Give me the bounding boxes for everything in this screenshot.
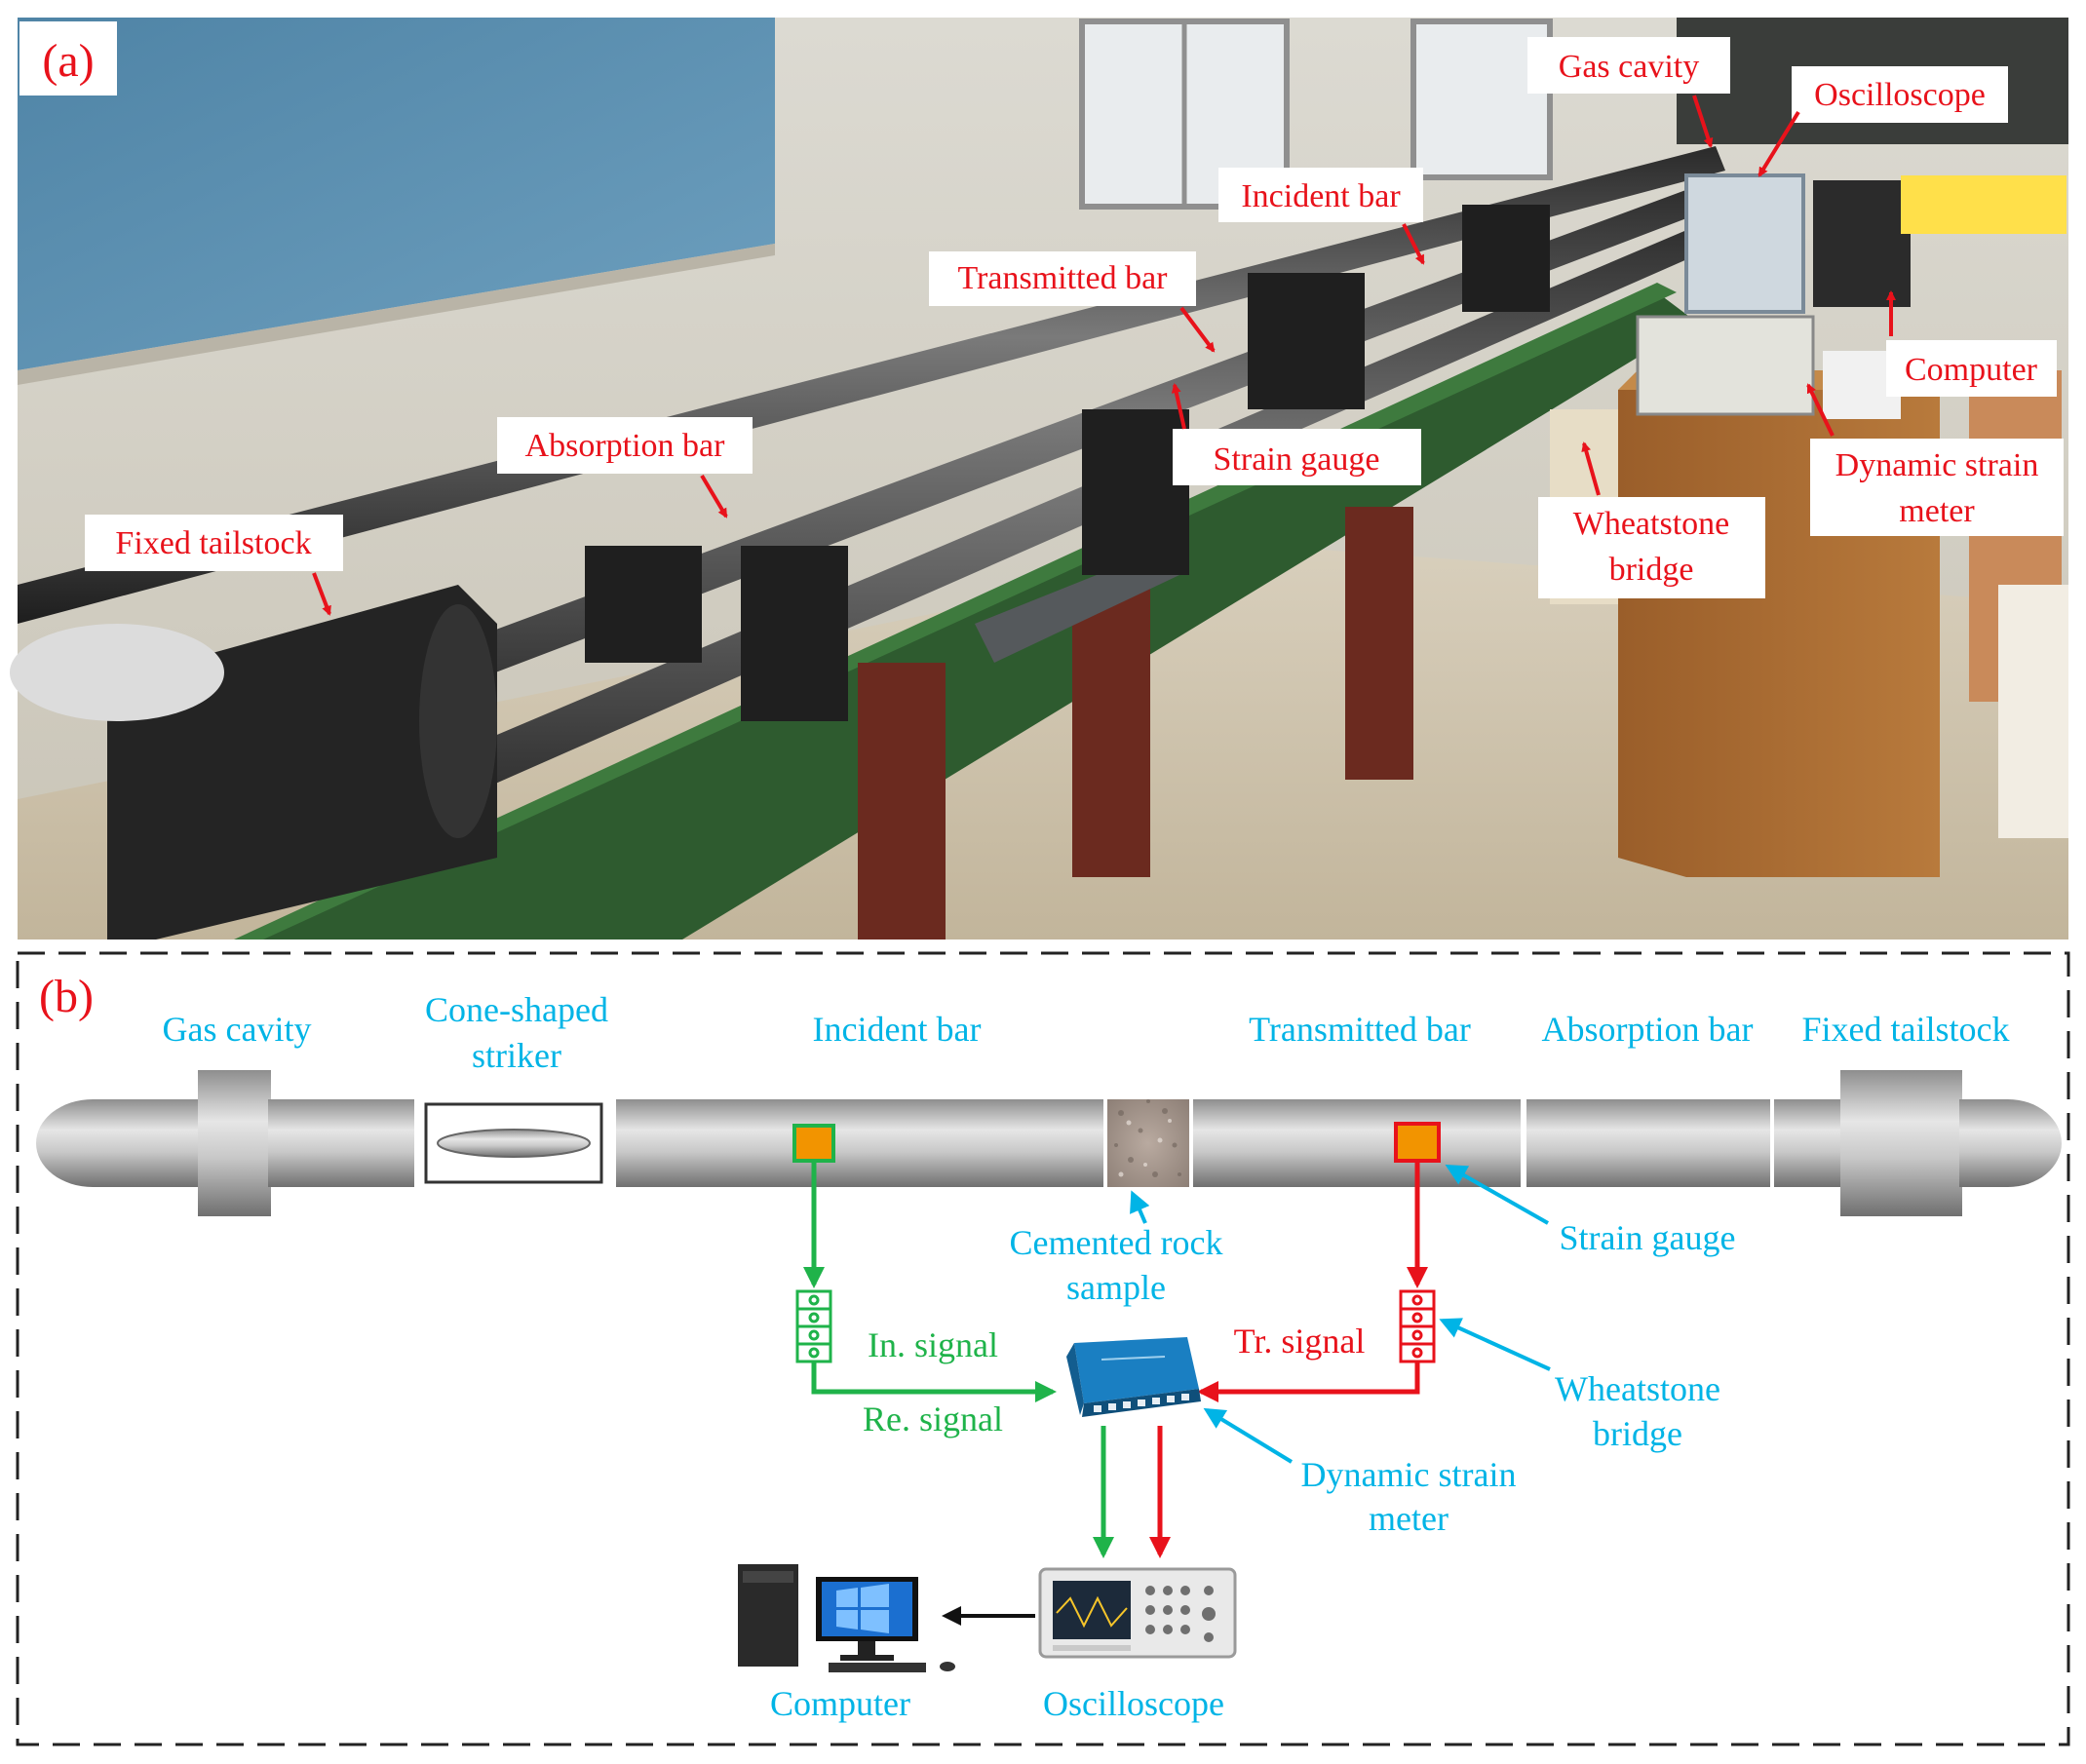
oscilloscope-device — [1038, 1567, 1237, 1659]
label-tr-signal: Tr. signal — [1234, 1322, 1366, 1361]
label-sample-line1: Cemented rock — [1010, 1223, 1223, 1262]
label-striker-line2: striker — [472, 1036, 561, 1075]
label-wheatstone-line2: bridge — [1593, 1414, 1682, 1453]
rear-bar — [18, 146, 1725, 624]
incident-bar — [616, 1099, 1103, 1187]
label-striker-line1: Cone-shaped — [425, 990, 608, 1029]
callout-wheatstone-line2: bridge — [1609, 552, 1694, 588]
arrow-dsm — [1203, 1407, 1294, 1464]
arrow-sample — [1130, 1190, 1150, 1224]
callout-oscilloscope: Oscilloscope — [1814, 77, 1986, 113]
arrow-strain-gauge — [1445, 1165, 1549, 1225]
callout-dynamic-strain-meter-line2: meter — [1899, 493, 1975, 529]
label-incident-bar: Incident bar — [813, 1010, 982, 1049]
fixed-tailstock — [1774, 1070, 2062, 1216]
label-re-signal: Re. signal — [863, 1400, 1003, 1438]
label-in-signal: In. signal — [868, 1325, 998, 1364]
label-fixed-tailstock: Fixed tailstock — [1802, 1010, 2010, 1049]
wheatstone-bridge-green — [795, 1289, 832, 1363]
strain-gauge-incident — [792, 1124, 835, 1163]
callout-computer: Computer — [1905, 352, 2038, 388]
panel-a-photo — [10, 18, 2068, 940]
label-computer: Computer — [770, 1684, 910, 1723]
cone-shaped-striker — [437, 1129, 591, 1158]
green-signal-path — [803, 1161, 1114, 1558]
callout-incident-bar: Incident bar — [1241, 178, 1401, 214]
label-transmitted-bar: Transmitted bar — [1249, 1010, 1471, 1049]
absorption-bar — [1526, 1099, 1770, 1187]
label-strain-gauge: Strain gauge — [1560, 1218, 1736, 1257]
callout-transmitted-bar: Transmitted bar — [957, 260, 1168, 296]
panel-b-frame — [16, 951, 2070, 1746]
incident-bar-photo — [253, 210, 1745, 877]
callout-strain-gauge: Strain gauge — [1214, 441, 1380, 478]
label-absorption-bar: Absorption bar — [1542, 1010, 1754, 1049]
callout-gas-cavity: Gas cavity — [1559, 49, 1699, 85]
callout-absorption-bar: Absorption bar — [525, 428, 726, 464]
strain-gauge-transmitted — [1394, 1122, 1441, 1163]
label-dsm-line1: Dynamic strain — [1301, 1455, 1517, 1494]
dynamic-strain-meter-device — [1066, 1337, 1201, 1417]
label-gas-cavity: Gas cavity — [163, 1010, 312, 1049]
panel-b-label: (b) — [39, 971, 94, 1022]
gas-cavity — [36, 1070, 414, 1216]
label-dsm-line2: meter — [1369, 1499, 1449, 1538]
panel-a-label-box — [19, 21, 117, 96]
label-oscilloscope: Oscilloscope — [1043, 1684, 1224, 1723]
arrow-wheatstone — [1439, 1318, 1551, 1371]
strain-meter-photo — [1636, 315, 1815, 416]
window — [1410, 19, 1553, 180]
wheatstone-bridge-red — [1399, 1289, 1436, 1363]
panel-a-label: (a) — [42, 35, 94, 87]
callout-dynamic-strain-meter-line1: Dynamic strain — [1835, 447, 2039, 483]
label-sample-line2: sample — [1066, 1268, 1166, 1307]
label-wheatstone-line1: Wheatstone — [1555, 1369, 1720, 1408]
red-signal-path — [1149, 1161, 1428, 1558]
blackboard — [18, 18, 775, 370]
oscilloscope-photo — [1684, 173, 1805, 314]
transmitted-bar — [1193, 1099, 1521, 1187]
panel-a-callouts: Gas cavity Oscilloscope Incident bar Tra… — [85, 37, 2064, 616]
callout-fixed-tailstock: Fixed tailstock — [115, 525, 311, 561]
computer-photo — [1813, 180, 1911, 307]
computer-device — [738, 1564, 955, 1672]
callout-wheatstone-line1: Wheatstone — [1573, 506, 1730, 542]
